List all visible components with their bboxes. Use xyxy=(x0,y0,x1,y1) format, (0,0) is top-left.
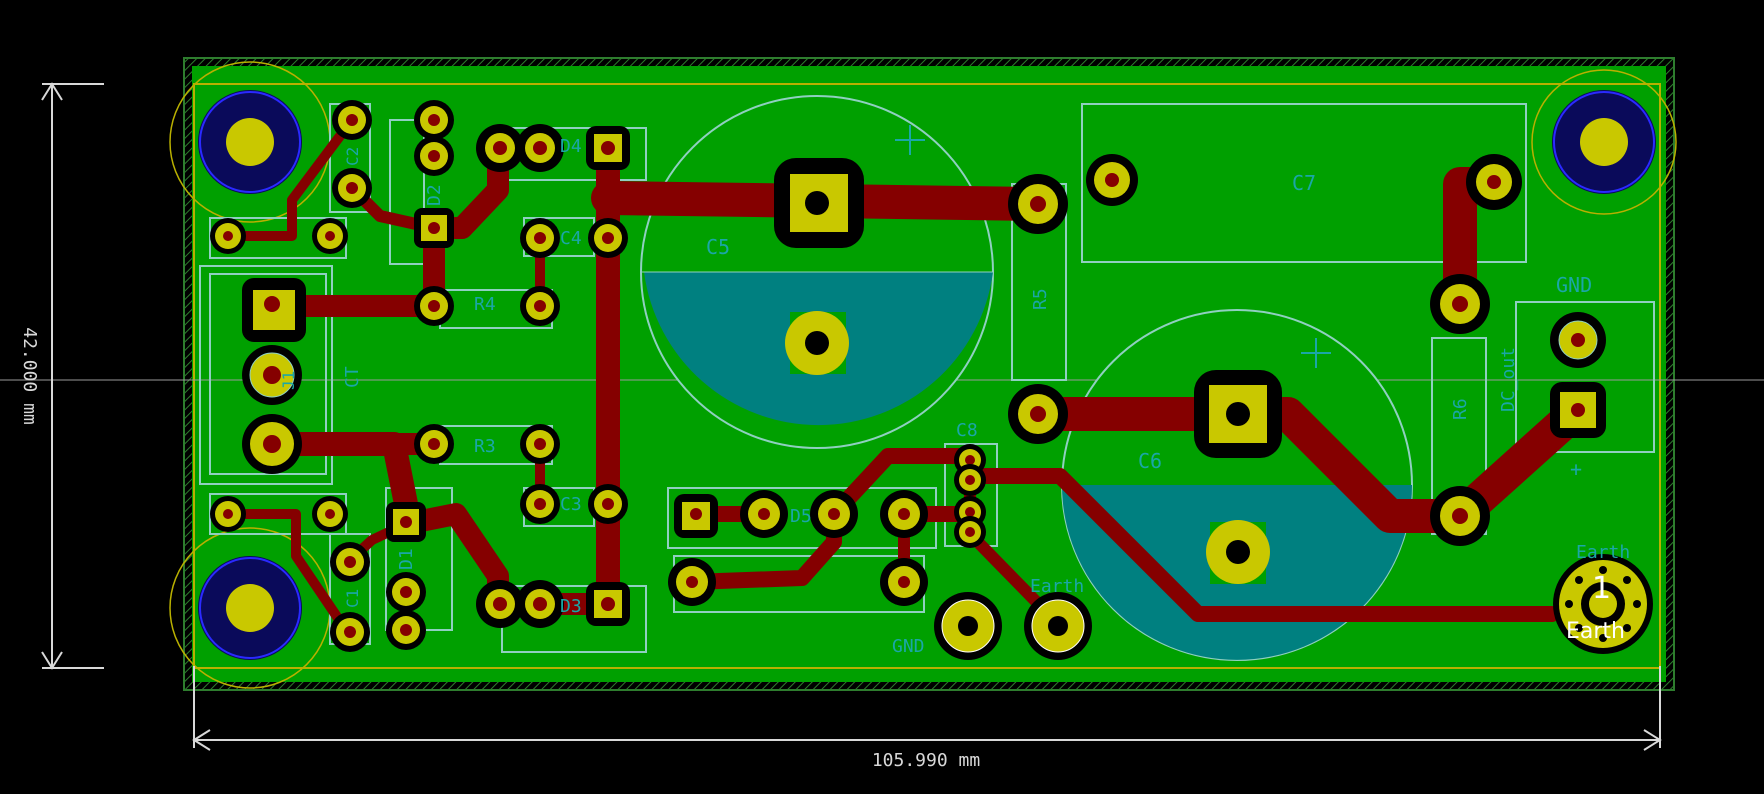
copper-traces xyxy=(223,115,1595,641)
ref-c3: C3 xyxy=(560,494,582,515)
ref-d1: D1 xyxy=(396,548,417,570)
ref-d2: D2 xyxy=(424,184,445,206)
dimension-width-label: 105.990 mm xyxy=(872,750,980,771)
ref-c1: C1 xyxy=(343,589,362,608)
ref-d3: D3 xyxy=(560,596,582,617)
label-earth-pad: Earth xyxy=(1566,619,1625,644)
ref-j1: J1 xyxy=(279,371,298,390)
mounting-hole-tl[interactable] xyxy=(169,61,331,223)
label-earth-top: Earth xyxy=(1576,542,1630,563)
dimension-height-label: 42.000 mm xyxy=(19,327,40,425)
ref-c4: C4 xyxy=(560,228,582,249)
ref-ct: CT xyxy=(342,366,363,388)
capacitor-c5[interactable] xyxy=(640,95,994,449)
ref-dc-out: DC_out xyxy=(1498,347,1519,412)
ref-d4: D4 xyxy=(560,136,582,157)
label-gnd-bottom: GND xyxy=(892,636,925,657)
board-edge xyxy=(193,83,1661,669)
pad-number-1: 1 xyxy=(1592,571,1611,606)
mounting-hole-tr[interactable] xyxy=(1531,69,1677,215)
ref-r4: R4 xyxy=(474,294,496,315)
ref-d5: D5 xyxy=(790,506,812,527)
label-plus: + xyxy=(1570,457,1582,481)
pads xyxy=(210,100,1653,660)
ref-c7: C7 xyxy=(1292,171,1316,195)
dimension-width[interactable] xyxy=(192,666,1662,751)
ref-c8: C8 xyxy=(956,420,978,441)
ref-r6: R6 xyxy=(1450,398,1471,420)
ref-c5: C5 xyxy=(706,235,730,259)
dimension-height[interactable] xyxy=(41,82,104,670)
label-earth-small: Earth xyxy=(1030,576,1084,597)
ref-c6: C6 xyxy=(1138,449,1162,473)
ref-r3: R3 xyxy=(474,436,496,457)
ref-c2: C2 xyxy=(343,147,362,166)
label-gnd-top: GND xyxy=(1556,273,1592,297)
capacitor-c7-outline[interactable] xyxy=(1081,103,1527,263)
ref-r5: R5 xyxy=(1030,288,1051,310)
